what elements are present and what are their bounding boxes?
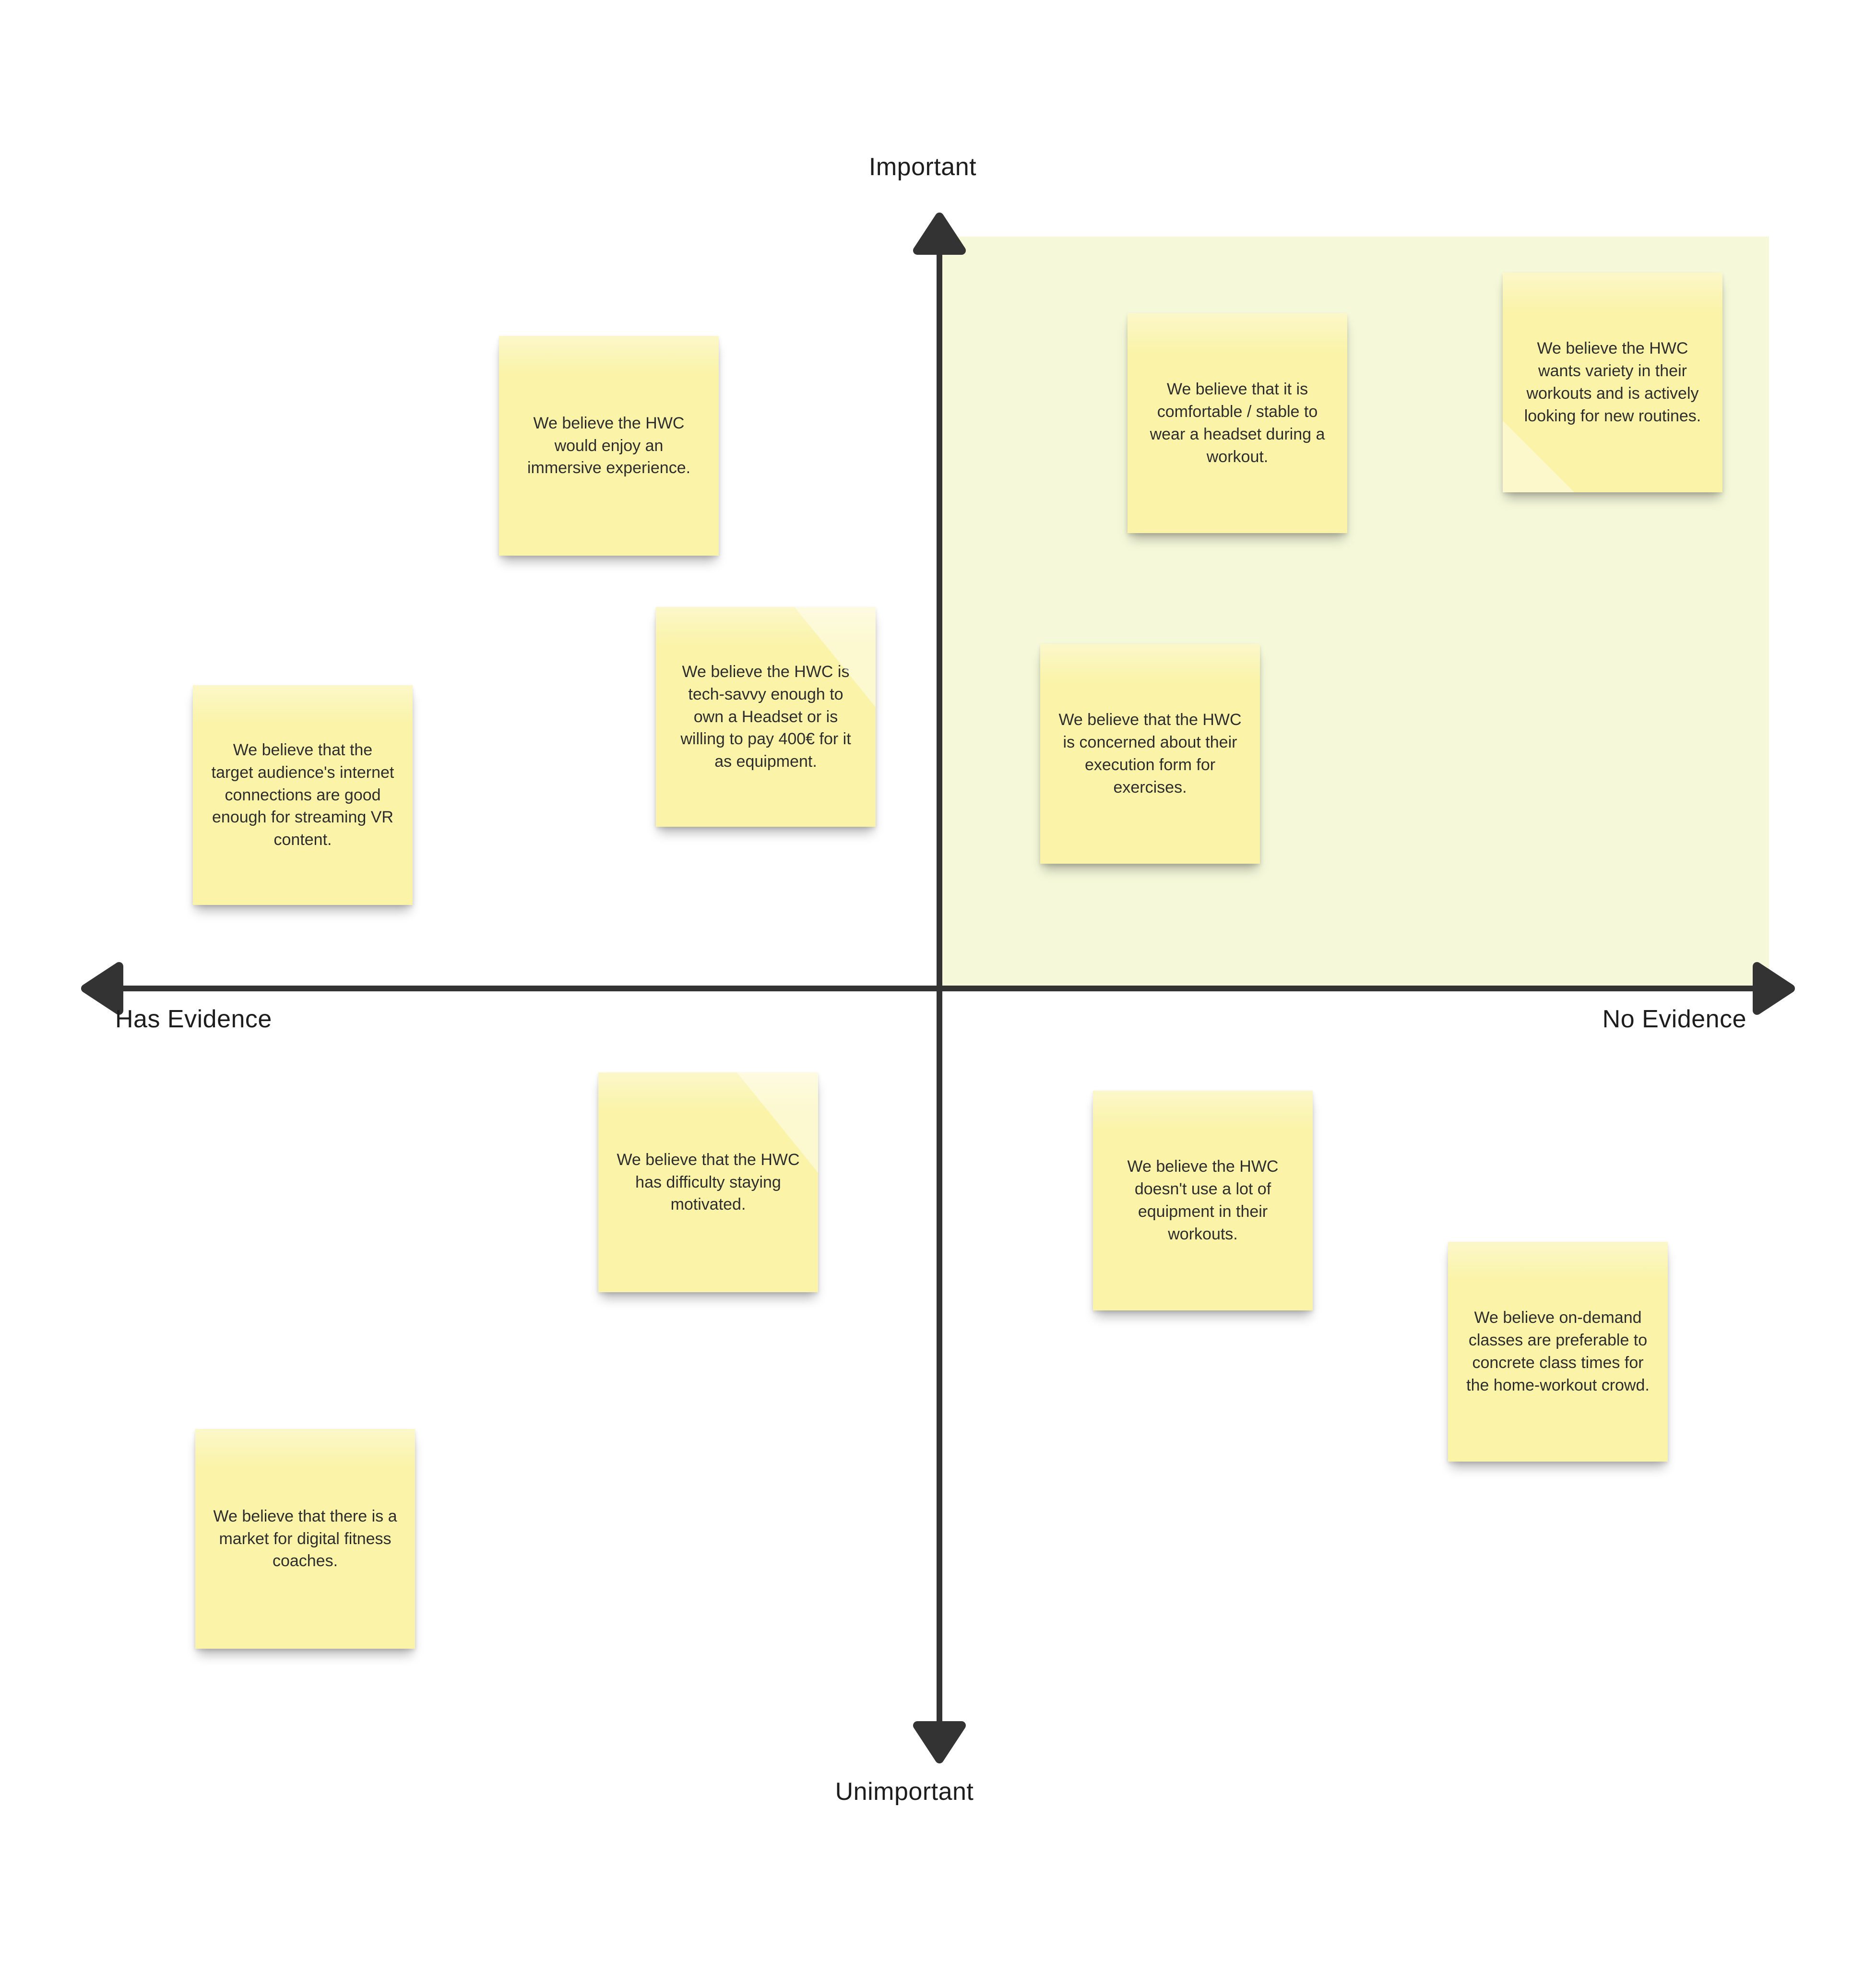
sticky-note-text: We believe the HWC would enjoy an immers… <box>527 414 691 477</box>
arrowhead-up <box>913 213 966 255</box>
sticky-note-text: We believe the HWC wants variety in thei… <box>1524 339 1701 425</box>
axis-label-important: Important <box>868 153 977 181</box>
axis-label-has-evidence: Has Evidence <box>115 1005 272 1033</box>
sticky-note-text: We believe that there is a market for di… <box>213 1507 397 1570</box>
sticky-note-text: We believe that it is comfortable / stab… <box>1150 380 1325 466</box>
sticky-note[interactable]: We believe on-demand classes are prefera… <box>1448 1242 1668 1462</box>
sticky-note[interactable]: We believe that the HWC is concerned abo… <box>1040 644 1260 864</box>
sticky-note-text: We believe that the HWC has difficulty s… <box>617 1150 800 1214</box>
sticky-note[interactable]: We believe that the target audience's in… <box>193 685 413 905</box>
sticky-note-text: We believe that the target audience's in… <box>211 740 394 849</box>
sticky-note-text: We believe that the HWC is concerned abo… <box>1058 711 1242 797</box>
sticky-note[interactable]: We believe that it is comfortable / stab… <box>1128 313 1347 533</box>
sticky-note-text: We believe on-demand classes are prefera… <box>1466 1309 1650 1394</box>
axis-label-no-evidence: No Evidence <box>1602 1005 1746 1033</box>
sticky-note-text: We believe the HWC doesn't use a lot of … <box>1127 1157 1279 1243</box>
sticky-note[interactable]: We believe the HWC is tech-savvy enough … <box>656 607 876 827</box>
axis-label-unimportant: Unimportant <box>835 1778 974 1806</box>
sticky-note[interactable]: We believe that there is a market for di… <box>195 1429 415 1649</box>
sticky-note[interactable]: We believe the HWC doesn't use a lot of … <box>1093 1091 1313 1310</box>
sticky-note-text: We believe the HWC is tech-savvy enough … <box>680 662 851 771</box>
sticky-note[interactable]: We believe that the HWC has difficulty s… <box>598 1072 818 1292</box>
arrowhead-left <box>81 962 123 1015</box>
sticky-note[interactable]: We believe the HWC wants variety in thei… <box>1503 273 1722 492</box>
arrowhead-down <box>913 1721 966 1763</box>
arrowhead-right <box>1753 962 1795 1015</box>
sticky-note[interactable]: We believe the HWC would enjoy an immers… <box>499 336 719 556</box>
